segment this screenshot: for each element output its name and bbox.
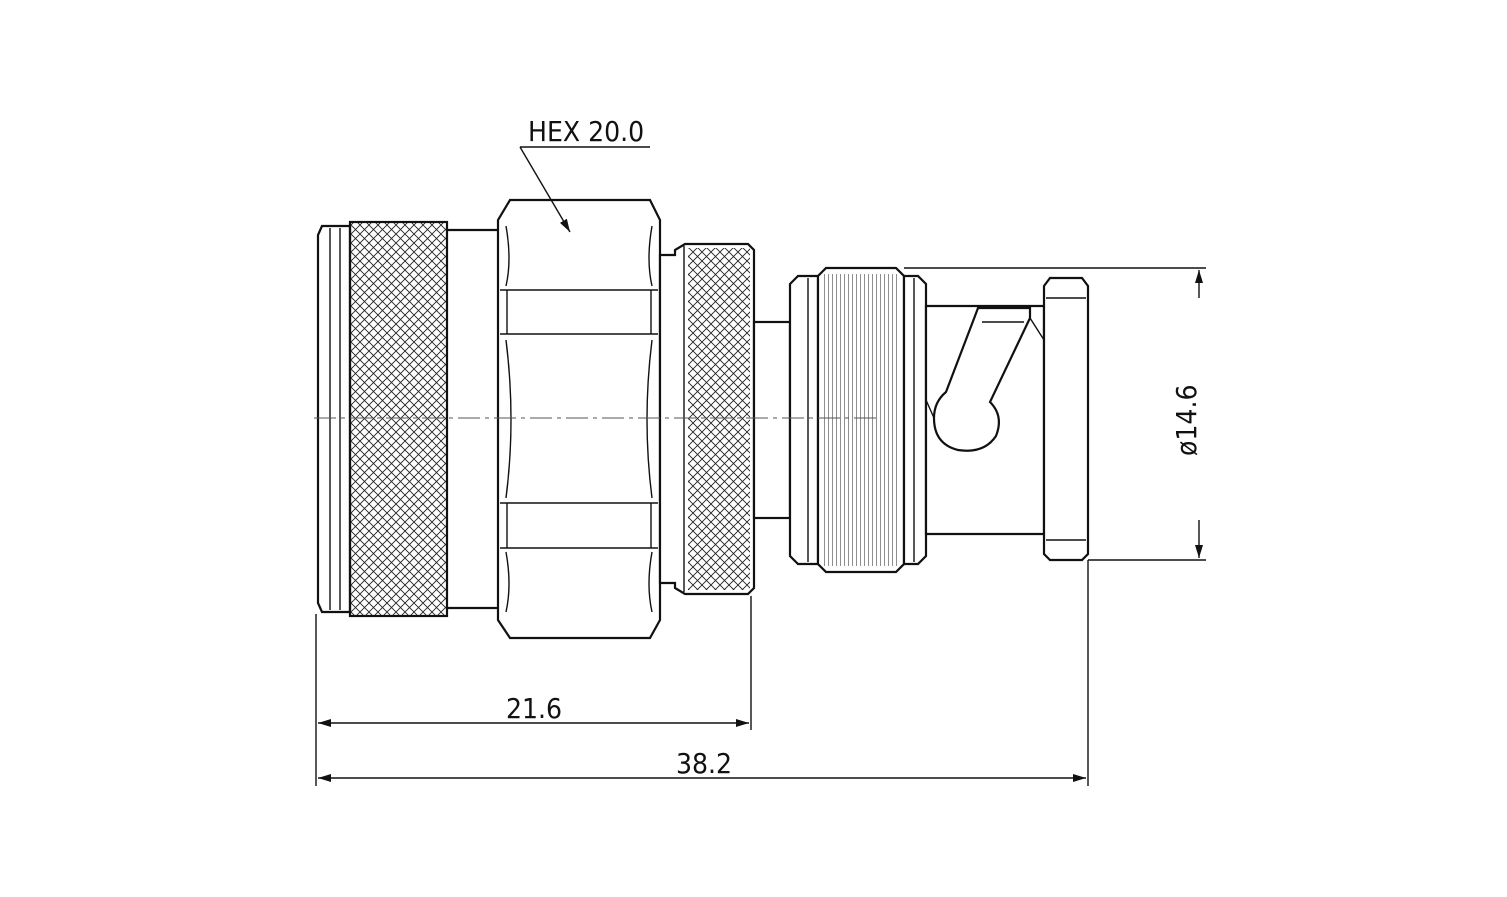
bnc-tip — [1042, 276, 1090, 562]
knurled-ring-middle — [658, 242, 756, 596]
bnc-body — [924, 304, 1046, 536]
length-dimensions: 21.6 38.2 — [315, 560, 1089, 786]
hex-body — [496, 198, 662, 640]
hex-callout: HEX 20.0 — [519, 115, 650, 233]
knurled-nut-left — [348, 220, 449, 618]
length-short-label: 21.6 — [506, 692, 562, 725]
neck — [752, 320, 792, 520]
bayonet-slot — [932, 306, 1032, 452]
hex-label: HEX 20.0 — [528, 115, 644, 148]
grip-ring — [822, 274, 900, 566]
bnc-coupling — [788, 266, 928, 574]
length-total-label: 38.2 — [676, 747, 732, 780]
diameter-label: ø14.6 — [1170, 385, 1203, 456]
diameter-dimension: ø14.6 — [904, 267, 1206, 561]
n-female-coupling — [316, 220, 498, 618]
